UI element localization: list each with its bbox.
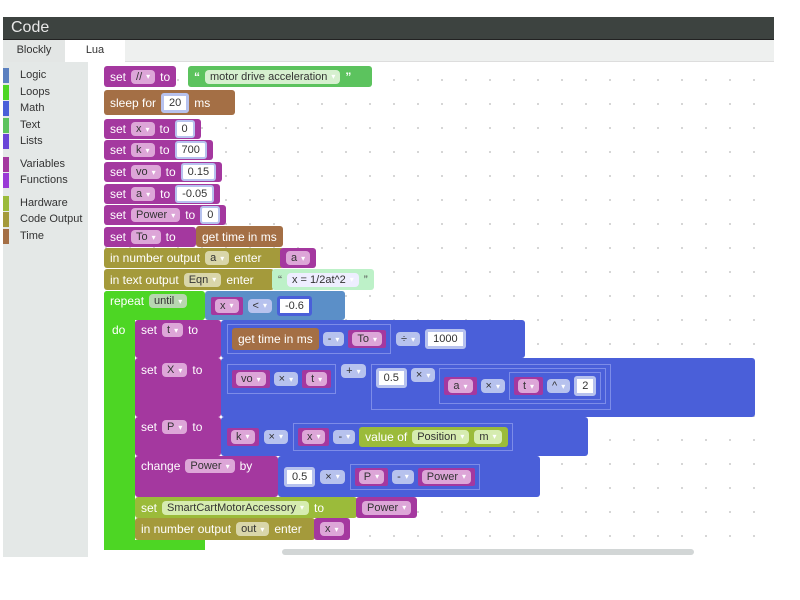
category-loops[interactable]: Loops xyxy=(3,84,88,101)
category-functions[interactable]: Functions xyxy=(3,172,88,189)
sensor-value-block[interactable]: value ofPositionm xyxy=(359,426,508,447)
set-power-block[interactable]: setPowerto0 xyxy=(104,205,227,225)
text-output-block[interactable]: in text outputEqnenter xyxy=(104,269,274,290)
set-comment-block[interactable]: set//to xyxy=(104,66,177,87)
toolbox: Logic Loops Math Text Lists Variables Fu… xyxy=(3,62,88,557)
set-a-block[interactable]: setato-0.05 xyxy=(104,184,221,204)
category-variables[interactable]: Variables xyxy=(3,156,88,173)
category-code-output[interactable]: Code Output xyxy=(3,211,88,228)
set-motor-block[interactable]: setSmartCartMotorAccessoryto xyxy=(135,497,357,518)
set-k-block[interactable]: setkto700 xyxy=(104,140,213,160)
set-vo-block[interactable]: setvoto0.15 xyxy=(104,162,223,182)
do-label: do xyxy=(112,323,126,337)
number-output-block[interactable]: in number outputaenter xyxy=(104,248,284,268)
var-power-block[interactable]: Power xyxy=(356,497,418,518)
compare-block[interactable]: x<-0.6 xyxy=(205,291,345,320)
number-output-out-block[interactable]: in number outputoutenter xyxy=(135,518,315,540)
horizontal-scrollbar[interactable] xyxy=(282,549,694,555)
tab-blockly[interactable]: Blockly xyxy=(3,40,65,62)
get-time-block[interactable]: get time in ms xyxy=(196,226,283,247)
set-t-block[interactable]: settto xyxy=(135,320,221,358)
tab-lua[interactable]: Lua xyxy=(65,40,125,62)
category-logic[interactable]: Logic xyxy=(3,67,88,84)
set-to-block[interactable]: setToto xyxy=(104,227,196,247)
set-P-block[interactable]: setPto xyxy=(135,417,221,456)
category-hardware[interactable]: Hardware xyxy=(3,195,88,212)
repeat-block-bottom xyxy=(104,540,205,550)
var-a-block[interactable]: a xyxy=(280,248,317,268)
category-time[interactable]: Time xyxy=(3,228,88,245)
category-lists[interactable]: Lists xyxy=(3,133,88,150)
multiply-block-2[interactable]: 0.5× P-Power xyxy=(278,456,540,497)
text-eqn-block[interactable]: “x = 1/2at^2” xyxy=(272,269,374,290)
window-title: Code xyxy=(3,17,774,40)
repeat-block[interactable] xyxy=(104,291,135,550)
category-math[interactable]: Math xyxy=(3,100,88,117)
category-text[interactable]: Text xyxy=(3,117,88,134)
add-block[interactable]: vo×t + 0.5× a× t^2 xyxy=(221,358,755,417)
set-x-block[interactable]: setxto0 xyxy=(104,119,201,139)
multiply-block[interactable]: k× x- value ofPositionm xyxy=(221,417,588,456)
divide-block[interactable]: get time in ms-To ÷1000 xyxy=(221,320,525,358)
change-power-block[interactable]: changePowerby xyxy=(135,456,278,497)
set-X-block[interactable]: setXto xyxy=(135,358,221,417)
text-block[interactable]: “motor drive acceleration” xyxy=(188,66,372,87)
tab-bar: Blockly Lua xyxy=(3,40,774,62)
var-x-block[interactable]: x xyxy=(314,518,350,540)
var-dropdown[interactable]: // xyxy=(131,69,156,84)
